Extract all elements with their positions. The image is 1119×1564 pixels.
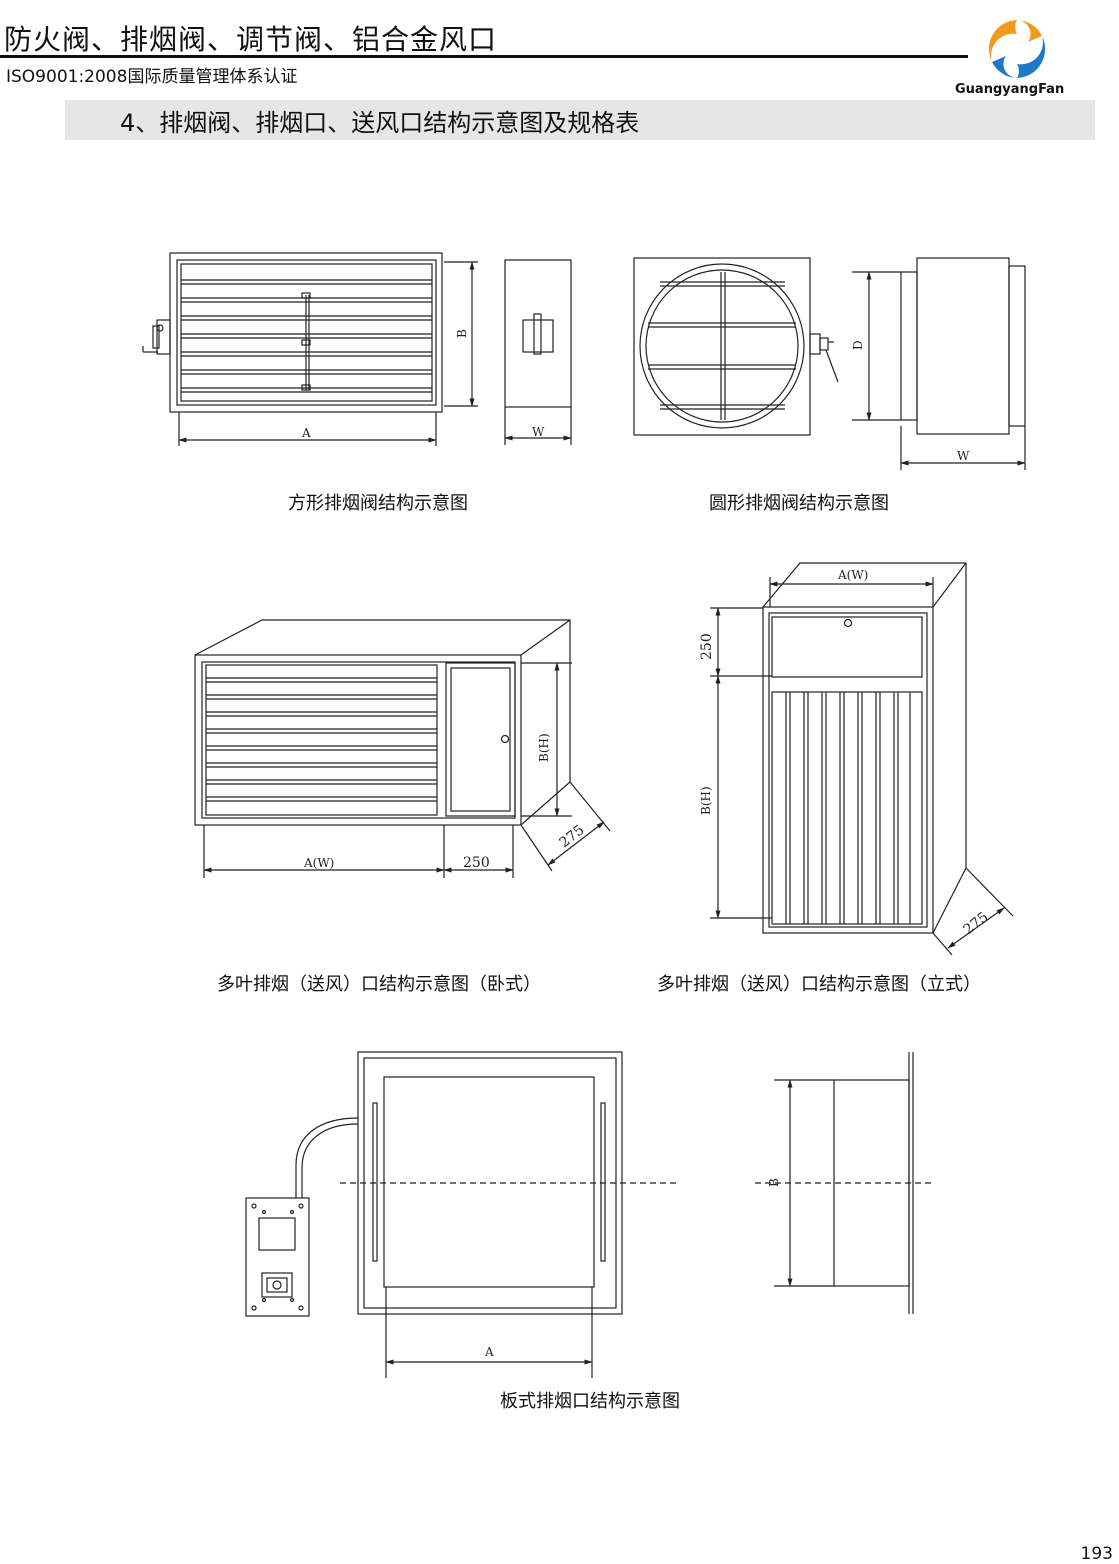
page-title: 防火阀、排烟阀、调节阀、铝合金风口: [4, 23, 498, 56]
plate-dim-b: B: [767, 1178, 781, 1187]
square-dim-w: W: [532, 425, 545, 439]
brand-name: GuangyangFan: [955, 82, 1065, 97]
header-rule: [0, 55, 968, 58]
plate-outlet-side: [755, 1052, 935, 1314]
horizontal-dim-aw: A(W): [303, 856, 334, 870]
square-dim-a: A: [301, 426, 311, 440]
vertical-dim-275: 275: [961, 909, 992, 938]
vertical-dim-bh: B(H): [699, 786, 713, 815]
vertical-outlet: [710, 562, 1014, 956]
horizontal-outlet: [194, 619, 611, 878]
caption-horizontal-outlet: 多叶排烟（送风）口结构示意图（卧式）: [217, 974, 541, 995]
caption-plate-outlet: 板式排烟口结构示意图: [500, 1391, 680, 1412]
plate-dim-a: A: [484, 1345, 494, 1359]
square-valve-front: [142, 252, 478, 446]
section-bar: [65, 100, 1095, 140]
certification-subtitle: ISO9001:2008国际质量管理体系认证: [6, 67, 298, 87]
square-dim-b: B: [455, 329, 469, 338]
round-dim-d: D: [851, 340, 865, 350]
vertical-dim-250: 250: [699, 633, 715, 660]
horizontal-dim-bh: B(H): [537, 733, 551, 762]
caption-vertical-outlet: 多叶排烟（送风）口结构示意图（立式）: [657, 974, 981, 995]
caption-square-valve: 方形排烟阀结构示意图: [288, 493, 468, 514]
round-valve-side: [852, 257, 1026, 470]
section-title: 4、排烟阀、排烟口、送风口结构示意图及规格表: [120, 109, 640, 137]
guangyang-logo-icon: [988, 20, 1046, 78]
caption-round-valve: 圆形排烟阀结构示意图: [709, 493, 889, 514]
square-valve-side: [504, 259, 572, 445]
round-valve-front: [633, 257, 839, 436]
plate-outlet-front: [245, 1051, 680, 1378]
horizontal-dim-250: 250: [463, 855, 490, 871]
round-dim-w: W: [957, 449, 970, 463]
page-number: 193: [1080, 1544, 1113, 1564]
vertical-dim-aw: A(W): [837, 568, 868, 582]
